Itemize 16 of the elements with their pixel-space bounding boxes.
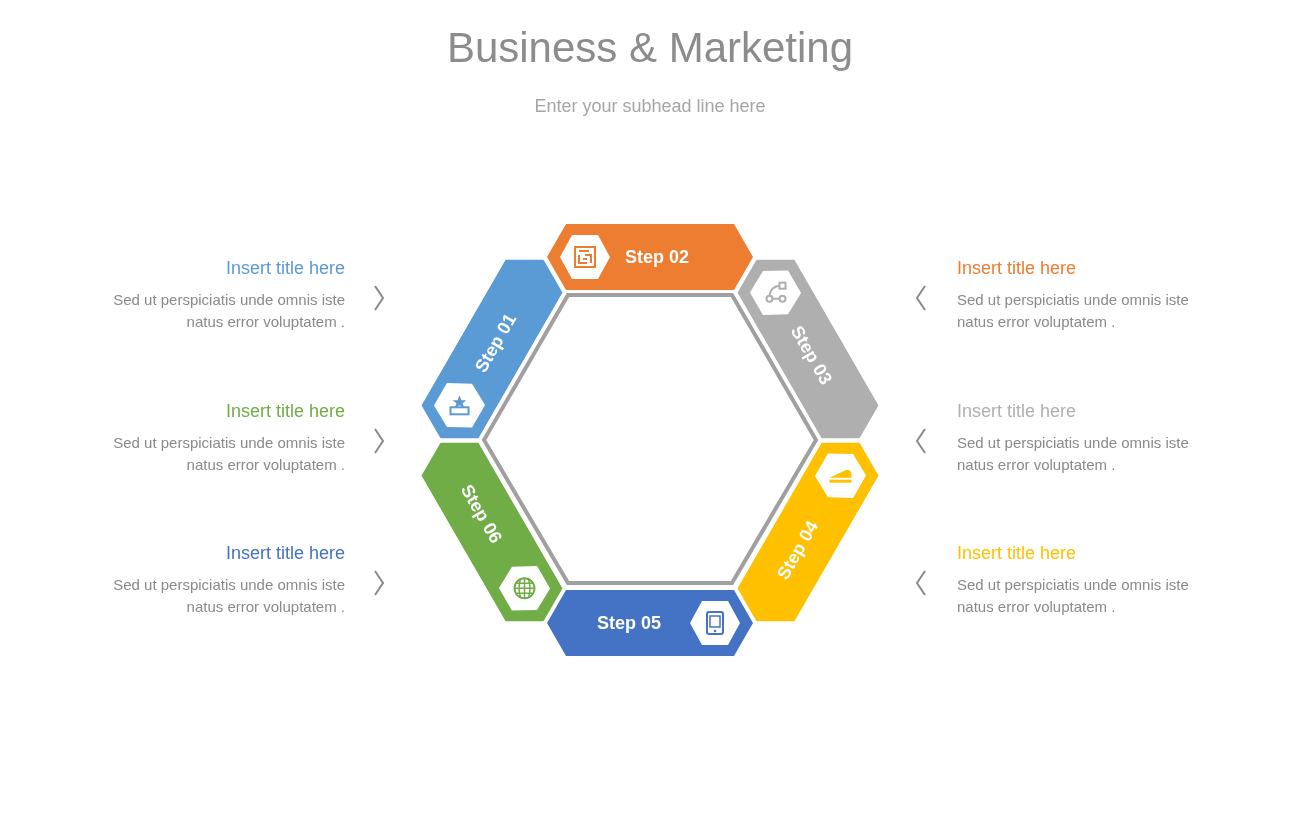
step-title: Insert title here [957, 258, 1077, 279]
page-title: Business & Marketing [445, 24, 855, 72]
step-description: Sed ut perspiciatis unde omnis iste natus error voluptatem . [112, 290, 345, 332]
step-description: Sed ut perspiciatis unde omnis iste natus error voluptatem . [957, 433, 1190, 475]
step-description: Sed ut perspiciatis unde omnis iste natus error voluptatem . [957, 290, 1190, 332]
step-title: Insert title here [225, 258, 345, 279]
step-description: Sed ut perspiciatis unde omnis iste natus error voluptatem . [112, 433, 345, 475]
step-description: Sed ut perspiciatis unde omnis iste natus error voluptatem . [957, 575, 1190, 617]
step-label: Step 05 [597, 612, 662, 635]
step-title: Insert title here [225, 401, 345, 422]
step-title: Insert title here [957, 401, 1077, 422]
step-description: Sed ut perspiciatis unde omnis iste natus error voluptatem . [112, 575, 345, 617]
step-title: Insert title here [225, 543, 345, 564]
step-title: Insert title here [957, 543, 1077, 564]
subtitle: Enter your subhead line here [533, 96, 767, 117]
step-label: Step 02 [625, 246, 690, 269]
